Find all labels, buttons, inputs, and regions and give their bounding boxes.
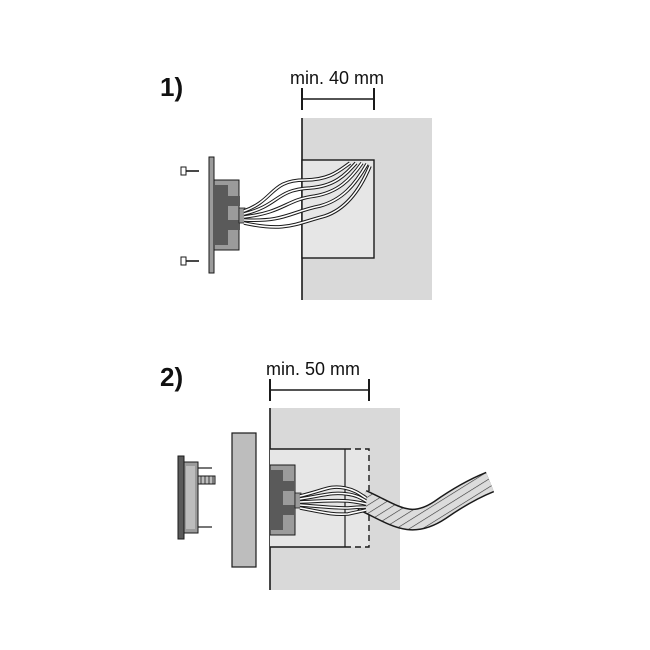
step-1-screw-top: [180, 166, 199, 176]
step-1-label: 1): [160, 72, 183, 102]
step-1: 1) min. 40 mm: [160, 68, 432, 300]
step-2-wires: [299, 485, 367, 517]
step-1-wires: [243, 161, 372, 229]
step-2-dimension: min. 50 mm: [266, 359, 370, 401]
step-2-conduit: [357, 471, 495, 531]
step-2-dimension-label: min. 50 mm: [266, 359, 360, 379]
step-2-frame-plate: [231, 432, 257, 568]
step-1-dimension-label: min. 40 mm: [290, 68, 384, 88]
step-2-socket-insert: [269, 464, 302, 536]
step-1-screw-bottom: [180, 256, 199, 266]
step-2: 2) min. 50 mm: [160, 359, 495, 590]
step-1-dimension: min. 40 mm: [290, 68, 384, 110]
step-1-socket-insert: [208, 156, 246, 274]
step-2-label: 2): [160, 362, 183, 392]
step-2-cover: [177, 455, 212, 540]
step-2-cover-screw: [197, 475, 216, 485]
